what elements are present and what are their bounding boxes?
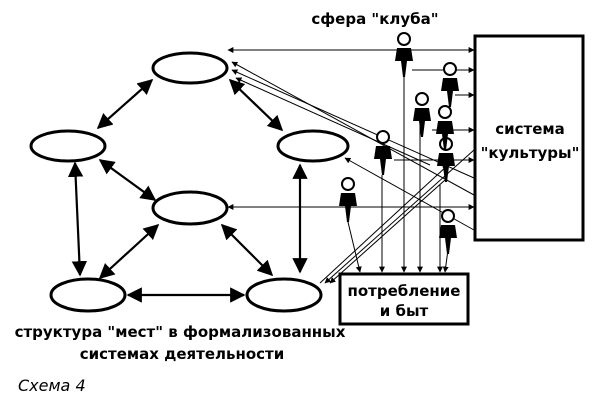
edge-top-left (96, 78, 154, 130)
node-bottom-right (245, 277, 323, 313)
places-label-line2: системах деятельности (80, 345, 284, 363)
edge-center-bottomright (220, 223, 274, 277)
node-bottom-left (49, 277, 127, 313)
culture-system-box (473, 34, 585, 242)
scheme-caption: Схема 4 (18, 376, 86, 395)
consumption-label-line1: потребление (348, 282, 461, 300)
culture-label-line2: "культуры" (481, 144, 580, 162)
consumption-label-line2: и быт (380, 302, 429, 320)
person-icon (412, 92, 432, 138)
person-icon (438, 209, 458, 255)
club-sphere-label: сфера "клуба" (311, 10, 438, 28)
person-icon (373, 130, 393, 176)
culture-label-line1: система (495, 120, 565, 138)
node-top (151, 51, 229, 85)
places-label-line1: структура "мест" в формализованных (15, 323, 346, 341)
node-right (276, 129, 350, 163)
thick-connections (67, 78, 308, 303)
person-icon (394, 32, 414, 78)
edge-left-bottomleft (67, 161, 88, 277)
edge-top-right (228, 78, 284, 132)
person-icon (440, 62, 460, 108)
consumption-box (338, 272, 470, 326)
node-left (29, 129, 107, 163)
thin-connections (227, 47, 475, 284)
edge-left-center (98, 159, 157, 201)
place-nodes (29, 51, 350, 313)
edge-center-bottomleft (98, 223, 160, 280)
node-center (151, 190, 229, 226)
person-icon (338, 177, 358, 223)
